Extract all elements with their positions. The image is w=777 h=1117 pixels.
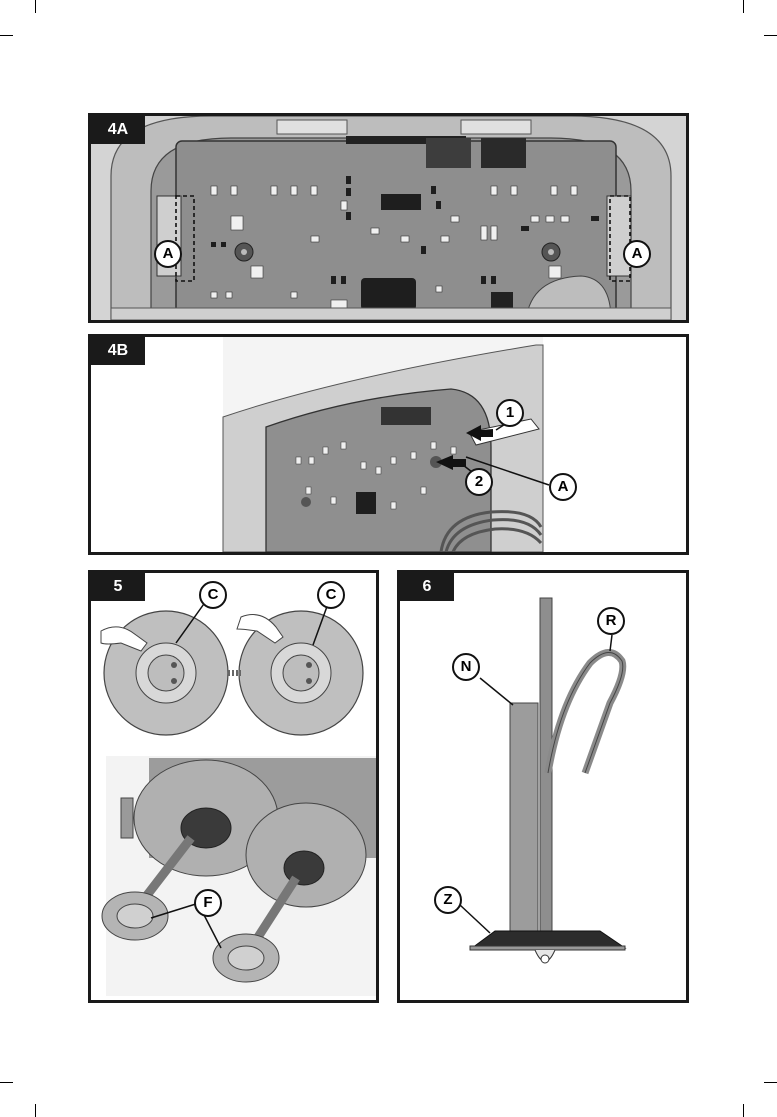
panel-6: 6 N R Z: [397, 570, 689, 1003]
callout-a-text: A: [558, 478, 569, 495]
callout-n: N: [452, 653, 480, 681]
crop-mark: [743, 1104, 744, 1117]
crop-mark: [0, 35, 13, 36]
callout-c-left: C: [199, 581, 227, 609]
callout-c-right: C: [317, 581, 345, 609]
panel-4a: 4A: [88, 113, 689, 323]
callout-a: A: [549, 473, 577, 501]
crop-mark: [35, 0, 36, 13]
pcb-removal-illustration: [91, 337, 686, 552]
callout-a-right: A: [623, 240, 651, 268]
heating-element-illustration: [400, 573, 686, 1000]
callout-z-text: Z: [443, 891, 452, 908]
callout-z: Z: [434, 886, 462, 914]
callout-a-left-text: A: [163, 245, 174, 262]
pcb-illustration: [91, 116, 686, 320]
callout-a-right-text: A: [632, 245, 643, 262]
callout-r: R: [597, 607, 625, 635]
callout-c-left-text: C: [208, 586, 219, 603]
panel-label: 4A: [91, 116, 145, 144]
callout-n-text: N: [461, 658, 472, 675]
panel-5: 5 C: [88, 570, 379, 1003]
callout-2-text: 2: [475, 473, 483, 490]
callout-1: 1: [496, 399, 524, 427]
crop-mark: [764, 1082, 777, 1083]
callout-a-left: A: [154, 240, 182, 268]
panel-4b: 4B 1: [88, 334, 689, 555]
callout-f: F: [194, 889, 222, 917]
callout-f-text: F: [203, 894, 212, 911]
crop-mark: [764, 35, 777, 36]
callout-2: 2: [465, 468, 493, 496]
callout-r-text: R: [606, 612, 617, 629]
panel-label: 6: [400, 573, 454, 601]
callout-1-text: 1: [506, 404, 514, 421]
crop-mark: [35, 1104, 36, 1117]
tank-flange-illustration: [91, 573, 376, 1000]
panel-label: 5: [91, 573, 145, 601]
crop-mark: [0, 1082, 13, 1083]
crop-mark: [743, 0, 744, 13]
callout-c-right-text: C: [326, 586, 337, 603]
panel-label: 4B: [91, 337, 145, 365]
